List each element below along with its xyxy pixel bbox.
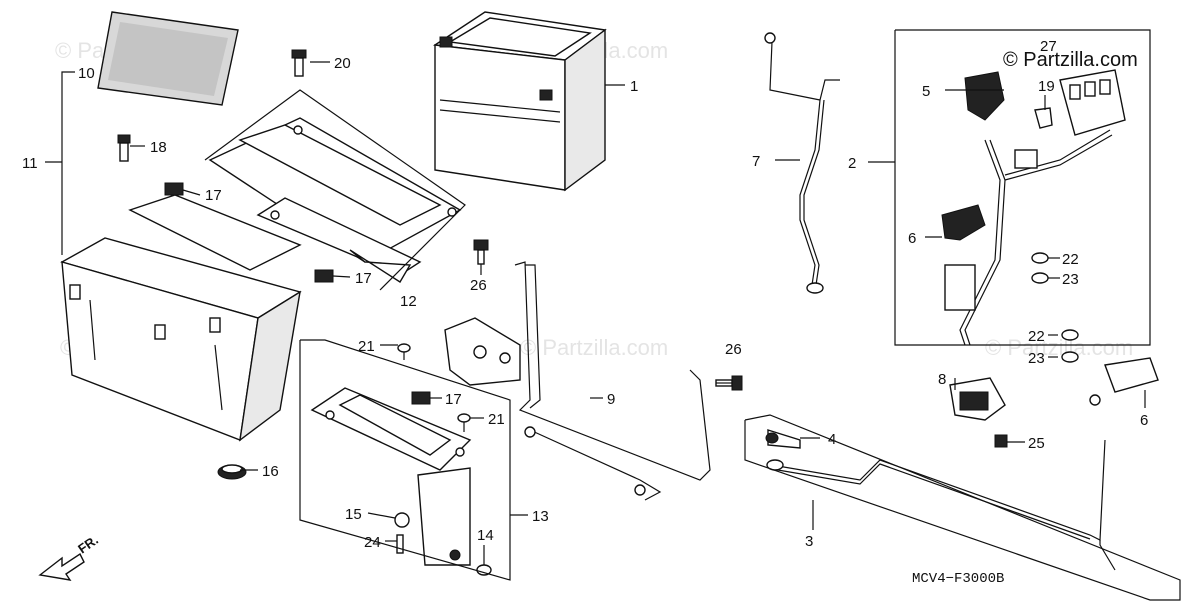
screw-21-upper	[397, 343, 411, 360]
callout-16: 16	[262, 463, 279, 480]
callout-24: 24	[364, 534, 381, 551]
callout-17-top: 17	[205, 187, 222, 204]
callout-8: 8	[938, 371, 946, 388]
callout-2: 2	[848, 155, 856, 172]
watermark-4: © Partzilla.com	[520, 335, 668, 360]
diagram-code: MCV4−F3000B	[912, 571, 1004, 587]
clip-19	[1034, 107, 1053, 129]
callout-11: 11	[22, 155, 38, 172]
callout-20: 20	[334, 55, 351, 72]
callout-15: 15	[345, 506, 362, 523]
callout-6-upper: 6	[908, 230, 916, 247]
starter-harness	[959, 129, 1113, 346]
fuse-box	[1059, 69, 1126, 136]
battery-pad	[97, 11, 239, 106]
clip-17-lower	[411, 391, 431, 405]
battery-stay	[444, 261, 711, 501]
callout-1: 1	[630, 78, 638, 95]
callout-4: 4	[828, 431, 836, 448]
cover-5	[964, 71, 1005, 121]
bolt-18	[117, 134, 131, 162]
washer-23-upper	[1031, 272, 1049, 284]
callout-3: 3	[805, 533, 813, 550]
starter-relay-8	[949, 377, 1006, 421]
front-label: FR.	[75, 532, 101, 556]
battery	[433, 11, 607, 192]
callout-14: 14	[477, 527, 494, 544]
ground-cable-7	[764, 32, 840, 294]
front-direction-arrow: FR.	[38, 532, 101, 581]
nut-15	[394, 512, 410, 528]
clip-17-mid	[314, 269, 334, 283]
cap-4	[765, 429, 801, 449]
nut-22-lower	[1061, 329, 1079, 341]
copyright-text: © Partzilla.com	[1003, 49, 1138, 71]
callout-7: 7	[752, 153, 760, 170]
starter-cable-3	[766, 394, 1116, 571]
callout-21-upper: 21	[358, 338, 375, 355]
callout-17-lower: 17	[445, 391, 462, 408]
callout-13: 13	[532, 508, 549, 525]
battery-case	[60, 194, 302, 442]
callout-22-lower: 22	[1028, 328, 1045, 345]
callout-27: 27	[1040, 38, 1057, 55]
callout-9: 9	[607, 391, 615, 408]
callout-22-upper: 22	[1062, 251, 1079, 268]
callout-18: 18	[150, 139, 167, 156]
callout-numbers: 1 2 3 4 5 6 6 7 8 9 10 11 12 13 14 15 16…	[22, 38, 1148, 551]
callout-12: 12	[400, 293, 417, 310]
connector-harness	[944, 264, 976, 311]
callout-6-lower: 6	[1140, 412, 1148, 429]
leader-lines	[130, 61, 1146, 565]
callout-25: 25	[1028, 435, 1045, 452]
callout-5: 5	[922, 83, 930, 100]
callout-21-lower: 21	[488, 411, 505, 428]
bolt-25	[994, 434, 1008, 448]
callout-10: 10	[78, 65, 95, 82]
cover-6-lower	[1104, 357, 1159, 393]
nut-22-upper	[1031, 252, 1049, 264]
pin-24	[396, 534, 404, 554]
bolt-26-upper	[473, 239, 489, 265]
washer-23-lower	[1061, 351, 1079, 363]
clip-17-top	[164, 182, 184, 196]
grommet-16	[217, 464, 247, 480]
callout-26-right: 26	[725, 341, 742, 358]
callout-19: 19	[1038, 78, 1055, 95]
bolt-20	[291, 49, 307, 77]
watermark-5: © Partzilla.com	[985, 335, 1133, 360]
callout-23-lower: 23	[1028, 350, 1045, 367]
screw-21-lower	[457, 413, 471, 432]
reference-lines	[45, 29, 1181, 601]
cover-6-upper	[941, 204, 986, 241]
battery-holder-cover	[310, 387, 472, 566]
callout-17-mid: 17	[355, 270, 372, 287]
callout-23-upper: 23	[1062, 271, 1079, 288]
callout-26-upper: 26	[470, 277, 487, 294]
